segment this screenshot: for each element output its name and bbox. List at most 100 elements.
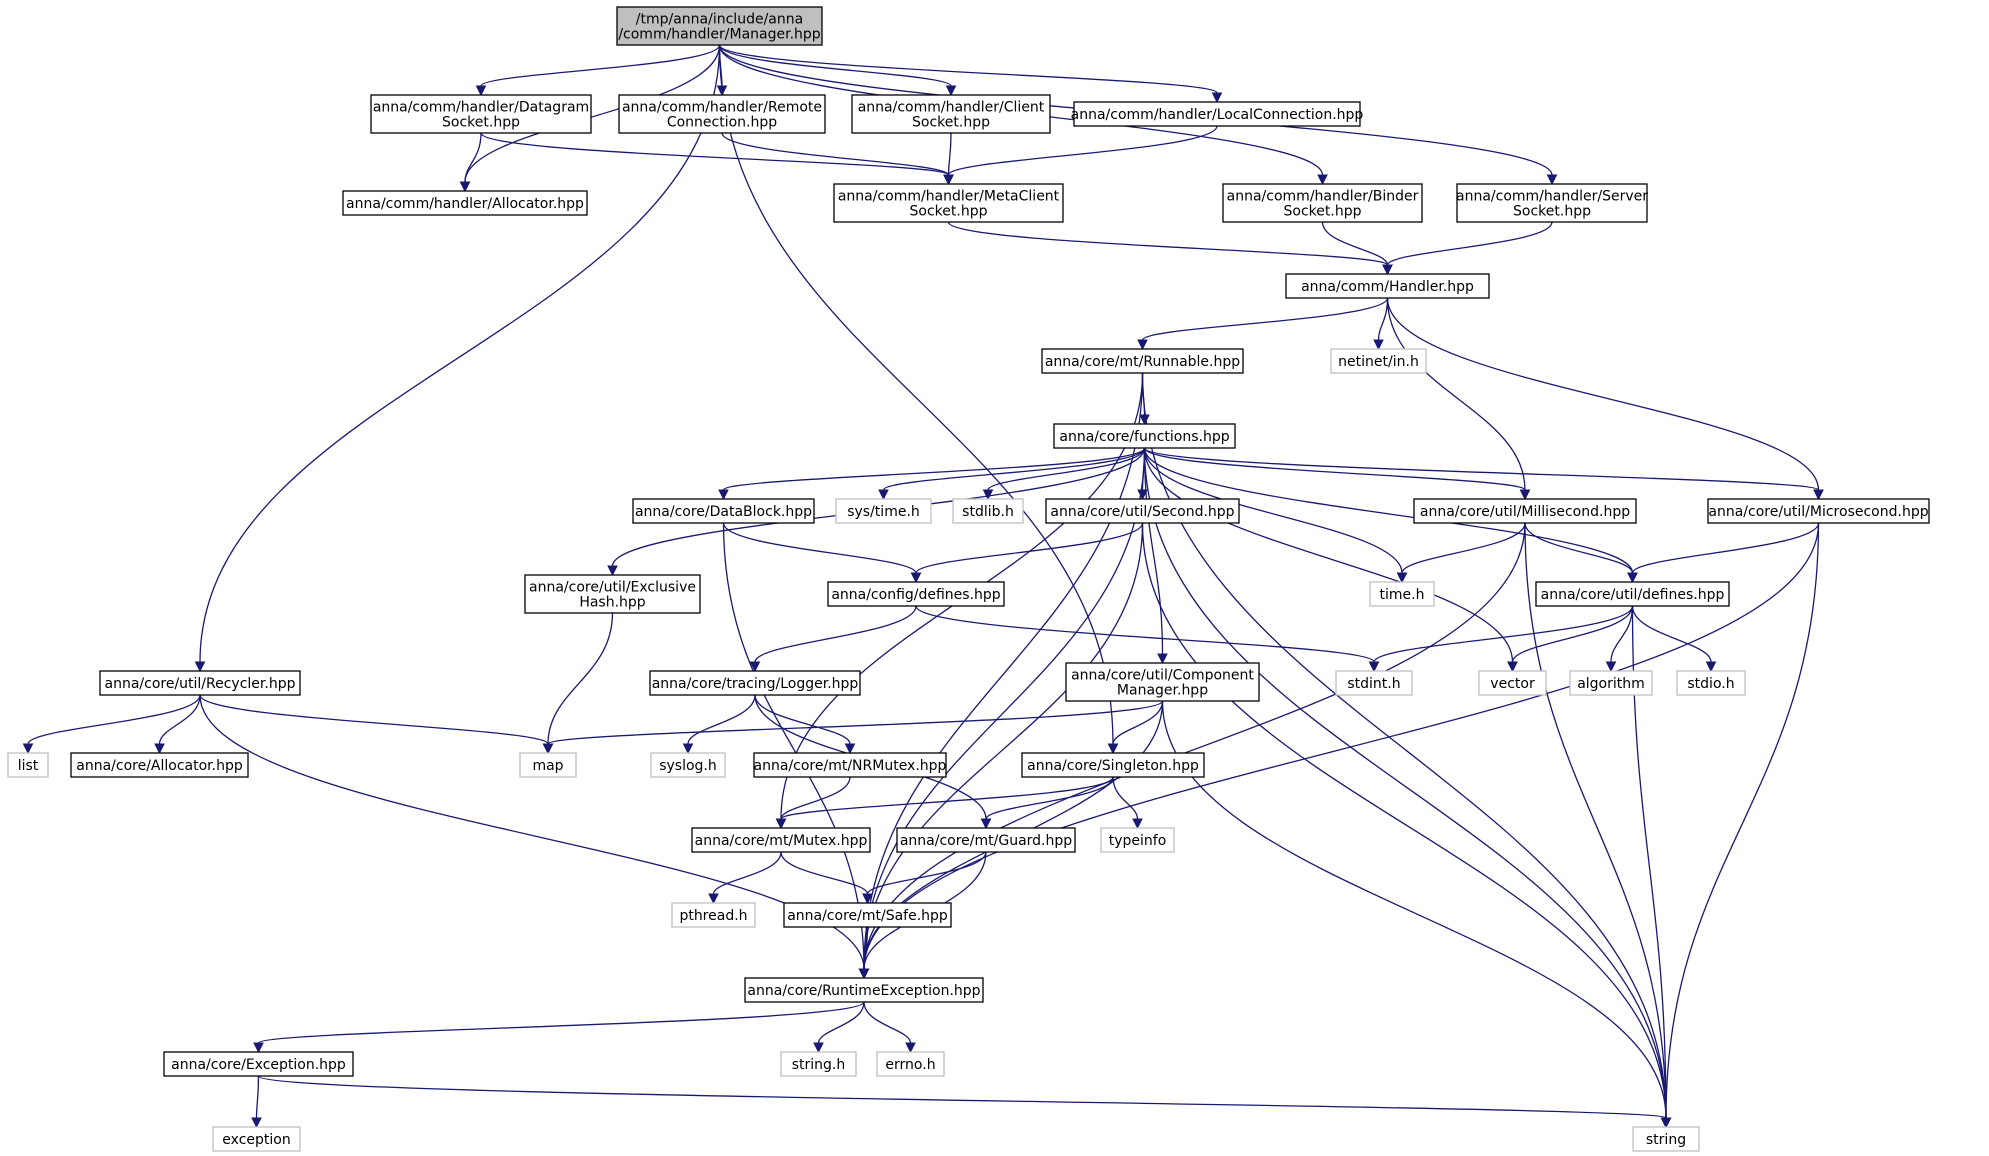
node-second[interactable]: anna/core/util/Second.hpp: [1045, 498, 1240, 524]
node-runnable[interactable]: anna/core/mt/Runnable.hpp: [1041, 348, 1244, 374]
node-label: Manager.hpp: [1117, 683, 1208, 699]
node-mutex[interactable]: anna/core/mt/Mutex.hpp: [691, 827, 871, 853]
arrowhead-functions-to-systime: [878, 489, 889, 501]
node-coralloc[interactable]: anna/core/Allocator.hpp: [70, 752, 249, 778]
node-recycler[interactable]: anna/core/util/Recycler.hpp: [99, 670, 301, 696]
node-box: [827, 581, 1005, 607]
node-box: [896, 827, 1076, 853]
node-safe[interactable]: anna/core/mt/Safe.hpp: [783, 902, 952, 928]
node-box: [1535, 581, 1730, 607]
edge-logger-to-syslog: [687, 694, 756, 745]
node-localconn[interactable]: anna/comm/handler/LocalConnection.hpp: [1071, 101, 1364, 127]
node-utildef[interactable]: anna/core/util/defines.hpp: [1535, 581, 1730, 607]
node-nrmutex[interactable]: anna/core/mt/NRMutex.hpp: [753, 752, 947, 778]
edge-safe-to-rtexc: [863, 926, 869, 970]
node-syslog: syslog.h: [650, 752, 726, 778]
arrowhead-utildef-to-stdio: [1705, 661, 1717, 673]
edge-handler-to-milli: [1386, 297, 1526, 491]
node-logger[interactable]: anna/core/tracing/Logger.hpp: [649, 670, 861, 696]
edge-utildef-to-vector: [1511, 605, 1634, 663]
node-box: [649, 670, 861, 696]
node-label: anna/core/RuntimeException.hpp: [747, 983, 980, 999]
edge-runnable-to-rtexc: [863, 372, 1144, 970]
node-box: [1045, 498, 1240, 524]
node-vector: vector: [1478, 670, 1547, 696]
node-box: [833, 183, 1064, 223]
arrowhead-rtexc-to-errno: [905, 1042, 916, 1054]
node-root[interactable]: /tmp/anna/include/anna/comm/handler/Mana…: [616, 6, 823, 46]
node-label: map: [532, 758, 563, 774]
node-stdlib: stdlib.h: [952, 498, 1024, 524]
nodes-layer: /tmp/anna/include/anna/comm/handler/Mana…: [7, 6, 1930, 1152]
node-rtexc[interactable]: anna/core/RuntimeException.hpp: [744, 977, 984, 1003]
node-functions[interactable]: anna/core/functions.hpp: [1053, 423, 1236, 449]
edge-functions-to-datablock: [722, 447, 1146, 491]
edge-remote-to-meta: [721, 132, 950, 176]
edges-layer: [22, 44, 1824, 1129]
arrowhead-utildef-to-algorithm: [1605, 661, 1617, 673]
arrowhead-logger-to-nrmutex: [844, 743, 856, 755]
node-box: [1053, 423, 1236, 449]
node-handler[interactable]: anna/comm/Handler.hpp: [1285, 273, 1490, 299]
node-label: anna/core/tracing/Logger.hpp: [652, 676, 859, 692]
arrowhead-recycler-to-list: [22, 743, 34, 755]
node-algorithm: algorithm: [1569, 670, 1653, 696]
node-exc[interactable]: anna/core/Exception.hpp: [163, 1051, 354, 1077]
node-label: string: [1646, 1132, 1686, 1148]
node-label: anna/core/DataBlock.hpp: [635, 504, 812, 520]
edge-milli-to-string: [1524, 522, 1667, 1119]
node-alloc[interactable]: anna/comm/handler/Allocator.hpp: [342, 190, 588, 216]
node-micro[interactable]: anna/core/util/Microsecond.hpp: [1707, 498, 1930, 524]
node-box: [650, 752, 726, 778]
node-box: [744, 977, 984, 1003]
edge-meta-to-handler: [947, 221, 1389, 266]
node-milli[interactable]: anna/core/util/Millisecond.hpp: [1413, 498, 1637, 524]
node-box: [835, 498, 932, 524]
node-box: [1369, 581, 1435, 607]
edge-guard-to-safe: [866, 851, 987, 895]
node-configdef[interactable]: anna/config/defines.hpp: [827, 581, 1005, 607]
node-systime: sys/time.h: [835, 498, 932, 524]
arrowhead-root-to-server: [1546, 174, 1558, 186]
node-label: Hash.hpp: [579, 595, 645, 611]
edge-root-to-dgram: [480, 44, 721, 87]
edge-functions-to-milli: [1143, 447, 1526, 491]
arrowhead-mutex-to-pthread: [708, 893, 719, 905]
node-box: [1456, 183, 1648, 223]
node-guard[interactable]: anna/core/mt/Guard.hpp: [896, 827, 1076, 853]
edge-micro-to-rtexc: [863, 522, 1820, 970]
node-map: map: [519, 752, 577, 778]
edge-dgram-to-meta: [480, 132, 950, 176]
node-box: [851, 94, 1051, 134]
node-label: anna/core/util/Millisecond.hpp: [1420, 504, 1630, 520]
node-box: [1285, 273, 1490, 299]
node-stringh: string.h: [780, 1051, 857, 1077]
edge-root-to-alloc: [464, 44, 721, 183]
arrowhead-root-to-binder: [1317, 174, 1328, 186]
arrowhead-utildef-to-stdint: [1368, 661, 1380, 673]
edge-handler-to-runnable: [1141, 297, 1389, 341]
edge-server-to-handler: [1386, 221, 1553, 266]
node-label: pthread.h: [679, 908, 747, 924]
arrowhead-functions-to-micro: [1813, 489, 1824, 501]
arrowhead-logger-to-syslog: [682, 743, 694, 755]
edge-handler-to-micro: [1386, 297, 1820, 491]
node-label: Connection.hpp: [667, 115, 777, 131]
edge-datablock-to-rtexc: [722, 522, 865, 970]
node-singleton[interactable]: anna/core/Singleton.hpp: [1021, 752, 1205, 778]
edge-compmgr-to-singleton: [1112, 700, 1164, 745]
node-label: anna/comm/Handler.hpp: [1301, 279, 1474, 295]
arrowhead-handler-to-runnable: [1137, 339, 1148, 351]
node-label: algorithm: [1577, 676, 1645, 692]
node-datablock[interactable]: anna/core/DataBlock.hpp: [632, 498, 815, 524]
node-box: [70, 752, 249, 778]
arrowhead-functions-to-exclusive: [607, 565, 618, 577]
